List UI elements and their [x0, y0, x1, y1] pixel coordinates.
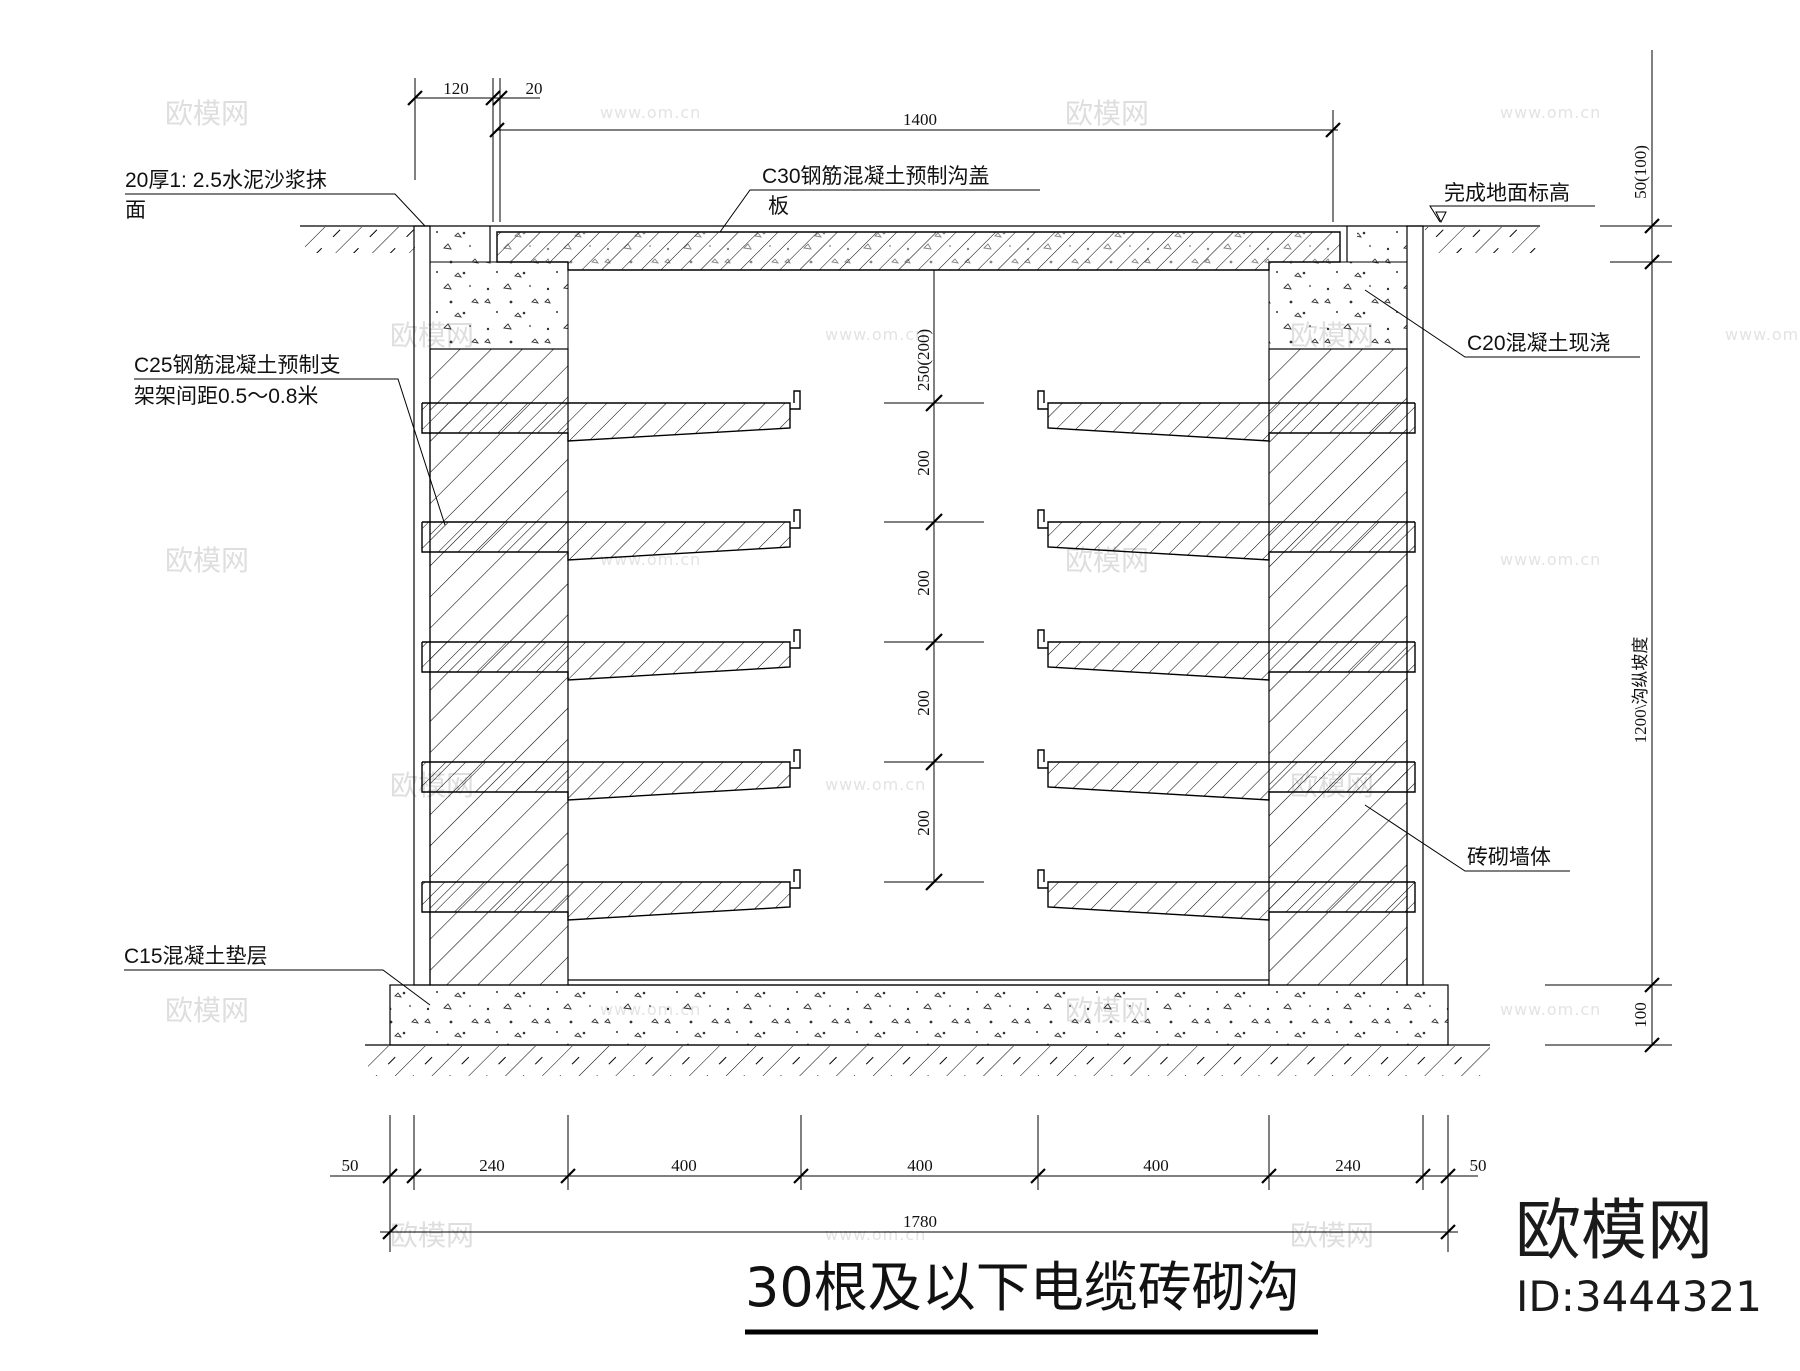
- watermark-cn: 欧模网: [390, 1219, 474, 1252]
- dim-bottom-3: 400: [671, 1156, 697, 1175]
- dim-first-gap: 250(200): [914, 329, 933, 391]
- dim-gap-width: 20: [526, 79, 543, 98]
- right-wall: [1268, 225, 1424, 986]
- dim-finish-width: 120: [443, 79, 469, 98]
- cover-slab: [489, 226, 1348, 271]
- center-dimension: 250(200) 200 200 200 200: [884, 270, 984, 891]
- dim-cover-thickness: 50(100): [1631, 145, 1650, 199]
- annotations: 20厚1: 2.5水泥沙浆抹 面 C30钢筋混凝土预制沟盖 板 完成地面标高 C…: [124, 165, 1640, 1006]
- dim-spacing-3: 200: [914, 690, 933, 716]
- title-text: 30根及以下电缆砖砌沟: [745, 1256, 1300, 1319]
- dim-cushion-thickness: 100: [1631, 1002, 1650, 1028]
- bracket-right-fill-3: [1048, 642, 1415, 680]
- label-mortar-line2: 面: [125, 199, 146, 222]
- left-wall: [413, 225, 569, 986]
- right-dimensions: 50(100) 1200\沟纵坡度 100: [1545, 50, 1672, 1053]
- dim-bottom-4: 400: [907, 1156, 933, 1175]
- watermark-url: www.om.cn: [1500, 1000, 1601, 1019]
- watermark-cn: 欧模网: [1065, 97, 1149, 130]
- bracket-right-fill-4: [1048, 762, 1415, 800]
- watermark-url: www.om.cn: [825, 325, 926, 344]
- brand-id: ID:3444321: [1516, 1272, 1762, 1321]
- watermark-cn: 欧模网: [165, 97, 249, 130]
- label-cover-line1: C30钢筋混凝土预制沟盖: [762, 165, 990, 188]
- bracket-left-fill-4: [422, 762, 790, 800]
- bracket-left-fill-1: [422, 403, 790, 441]
- label-cover-line2: 板: [768, 195, 789, 218]
- dim-bottom-2: 240: [479, 1156, 505, 1175]
- bottom-dimensions: 50 240 400 400 400 240 50 1780: [330, 1115, 1487, 1252]
- brand-name: 欧模网: [1515, 1192, 1713, 1269]
- dim-trench-depth: 1200\沟纵坡度: [1631, 637, 1650, 744]
- bracket-right-fill-1: [1048, 403, 1415, 441]
- dim-bottom-5: 400: [1143, 1156, 1169, 1175]
- watermark-url: www.om.cn: [600, 103, 701, 122]
- ground-surface: [300, 225, 1540, 253]
- dim-spacing-2: 200: [914, 570, 933, 596]
- bracket-right-fill-5: [1048, 882, 1415, 920]
- dim-bottom-6: 240: [1335, 1156, 1361, 1175]
- watermark-cn: 欧模网: [1290, 1219, 1374, 1252]
- bracket-left-fill-5: [422, 882, 790, 920]
- dim-spacing-4: 200: [914, 810, 933, 836]
- top-dimensions: 120 20 1400: [407, 78, 1341, 222]
- drawing-title: 30根及以下电缆砖砌沟: [745, 1256, 1318, 1335]
- watermark-cn: 欧模网: [165, 994, 249, 1027]
- watermark-url: www.om.cn: [1500, 103, 1601, 122]
- dim-spacing-1: 200: [914, 450, 933, 476]
- watermark-cn: 欧模网: [165, 544, 249, 577]
- label-bracket-line1: C25钢筋混凝土预制支: [134, 354, 341, 377]
- dim-bottom-total: 1780: [903, 1212, 937, 1231]
- watermark-url: www.om.cn: [825, 1225, 926, 1244]
- cable-brackets: [421, 390, 1416, 921]
- label-mortar-line1: 20厚1: 2.5水泥沙浆抹: [125, 169, 327, 192]
- watermark-url: www.om.cn: [1725, 325, 1800, 344]
- bracket-left-fill-2: [422, 522, 790, 560]
- watermark-url: www.om.cn: [825, 775, 926, 794]
- label-brick-wall: 砖砌墙体: [1467, 846, 1551, 869]
- bracket-left-fill-3: [422, 642, 790, 680]
- bracket-right-fill-2: [1048, 522, 1415, 560]
- brand-watermark: 欧模网 ID:3444321: [1515, 1192, 1762, 1321]
- watermark-url: www.om.cn: [1500, 550, 1601, 569]
- dim-bottom-1: 50: [342, 1156, 359, 1175]
- label-cushion-layer: C15混凝土垫层: [124, 945, 268, 968]
- cushion-layer: [365, 984, 1490, 1076]
- dim-top-span: 1400: [903, 110, 937, 129]
- label-bracket-line2: 架架间距0.5～0.8米: [134, 385, 318, 408]
- label-ground-level: 完成地面标高: [1444, 182, 1570, 205]
- label-cast-concrete: C20混凝土现浇: [1467, 332, 1611, 355]
- dim-bottom-7: 50: [1470, 1156, 1487, 1175]
